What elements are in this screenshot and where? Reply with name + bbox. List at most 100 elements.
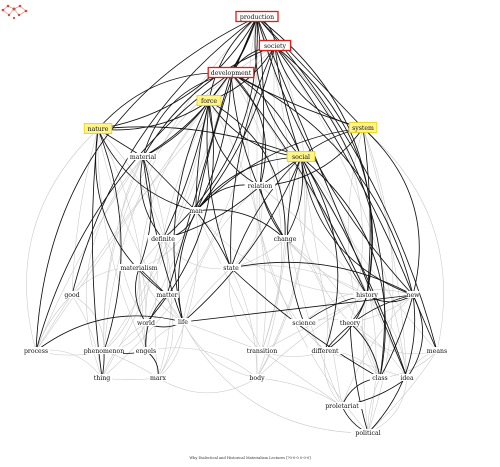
edge-light-change-different [284, 238, 328, 352]
node-production[interactable]: production [235, 10, 279, 23]
node-man-label-bg [189, 207, 203, 214]
node-idea[interactable]: idea [398, 374, 416, 382]
node-body[interactable]: body [248, 374, 266, 382]
node-relation-label-bg [244, 182, 276, 189]
node-science-label-bg [290, 319, 318, 326]
node-engels-label-bg [134, 347, 158, 354]
node-man[interactable]: man [189, 207, 203, 215]
node-means[interactable]: means [427, 347, 447, 355]
edge-dark-social-class [300, 156, 386, 379]
node-state[interactable]: state [221, 264, 241, 272]
node-materialism-label-bg [118, 264, 160, 271]
node-transition[interactable]: transition [243, 347, 281, 355]
node-force-box [196, 95, 222, 106]
node-new[interactable]: new [407, 291, 421, 299]
edge-dark-production-system [256, 16, 364, 129]
edge-light-nature-world [97, 128, 147, 324]
node-history-label: history [356, 292, 378, 299]
node-force[interactable]: force [196, 95, 222, 106]
edge-dark-society-man [195, 45, 276, 212]
edge-light-state-transition [228, 267, 263, 352]
edge-light-good-process [35, 294, 73, 352]
edge-dark-production-material [142, 16, 258, 158]
node-theory-label-bg [338, 319, 362, 326]
node-definite[interactable]: definite [147, 235, 179, 243]
node-development[interactable]: development [207, 66, 255, 79]
node-nature-box [83, 123, 113, 134]
node-definite-label: definite [151, 236, 175, 243]
node-proletariat[interactable]: proletariat [321, 402, 363, 410]
edge-dark-production-nature [97, 16, 258, 130]
node-idea-label: idea [400, 375, 414, 382]
edge-dark-production-idea [256, 16, 408, 379]
node-world[interactable]: world [136, 319, 156, 327]
node-process[interactable]: process [22, 347, 50, 355]
node-political[interactable]: political [350, 429, 386, 437]
node-thing[interactable]: thing [92, 374, 112, 382]
edge-light-development-body [230, 72, 283, 379]
edge-light-development-idea [230, 72, 408, 379]
node-relation[interactable]: relation [244, 182, 276, 190]
edge-light-production-political [246, 16, 369, 434]
edge-light-new-proletariat [341, 294, 414, 407]
edge-light-system-idea [362, 127, 408, 379]
node-science-label: science [292, 320, 316, 327]
node-nature[interactable]: nature [83, 123, 113, 134]
node-class[interactable]: class [370, 374, 390, 382]
node-state-label-bg [221, 264, 241, 271]
node-theory-label: theory [340, 320, 361, 327]
edge-dark-state-new [230, 261, 414, 296]
node-engels[interactable]: engels [134, 347, 158, 355]
edge-light-good-phenomenon [71, 294, 105, 352]
node-process-label: process [24, 348, 48, 355]
edge-dark-force-definite [162, 100, 210, 240]
node-matter[interactable]: matter [155, 291, 179, 299]
edge-dark-force-material [142, 100, 210, 158]
node-theory[interactable]: theory [338, 319, 362, 327]
edge-dark-social-state [230, 156, 302, 269]
node-marx[interactable]: marx [149, 374, 167, 382]
edge-dark-society-state [230, 45, 276, 269]
node-body-label-bg [248, 374, 266, 381]
edge-light-body-proletariat [256, 377, 343, 407]
node-engels-label: engels [136, 348, 156, 355]
node-different[interactable]: different [307, 347, 343, 355]
node-world-label-bg [136, 319, 156, 326]
node-history[interactable]: history [353, 291, 381, 299]
edge-dark-force-state [206, 100, 232, 269]
node-political-label: political [355, 430, 380, 437]
node-material[interactable]: material [127, 153, 159, 161]
node-life[interactable]: life [174, 318, 192, 326]
node-social[interactable]: social [286, 151, 316, 162]
node-change[interactable]: change [273, 235, 297, 243]
node-social-box [286, 151, 316, 162]
edge-dark-new-different [324, 294, 414, 352]
edge-dark-social-idea [300, 156, 408, 379]
node-means-label-bg [427, 347, 447, 354]
edge-dark-materialism-world [135, 267, 147, 324]
node-society[interactable]: society [258, 39, 292, 52]
node-materialism[interactable]: materialism [118, 264, 160, 272]
node-society-label: society [264, 43, 286, 50]
edge-light-man-marx [157, 210, 199, 379]
edge-dark-social-different [300, 156, 339, 352]
edge-light-materialism-phenomenon [103, 267, 140, 352]
node-system[interactable]: system [348, 122, 378, 133]
node-good[interactable]: good [63, 291, 81, 299]
edge-light-change-transition [261, 238, 286, 352]
node-phenomenon[interactable]: phenomenon [84, 347, 125, 355]
edge-dark-social-life [182, 156, 302, 323]
edge-dark-production-good [71, 16, 258, 296]
edge-light-history-idea [366, 294, 408, 379]
edge-dark-production-new [256, 16, 414, 296]
node-process-label-bg [22, 347, 50, 354]
edge-light-idea-political [367, 377, 408, 434]
edge-light-transition-proletariat [261, 350, 343, 407]
edge-light-material-matter [142, 156, 168, 296]
edge-dark-development-man [195, 72, 232, 212]
node-science[interactable]: science [290, 319, 318, 327]
edge-layer-dark [35, 16, 438, 434]
edge-dark-nature-phenomenon [97, 128, 122, 352]
edge-light-society-proletariat [273, 45, 343, 407]
edge-light-material-phenomenon [103, 156, 144, 352]
